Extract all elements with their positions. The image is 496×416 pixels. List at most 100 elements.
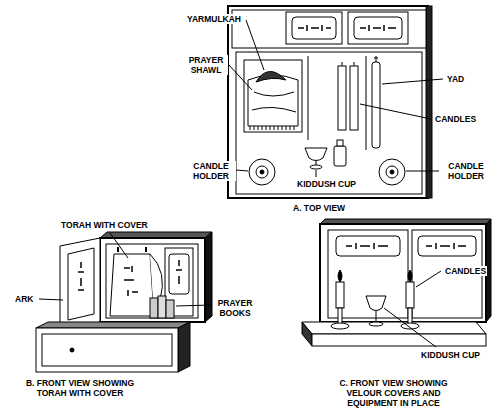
leader-lines-part: [110, 233, 128, 258]
case-lid-part: [42, 334, 172, 366]
candle-holders-part: [249, 159, 275, 185]
leader-lines-part: [236, 170, 248, 171]
ark-case-part: [205, 232, 212, 322]
part-label: ARK: [14, 294, 34, 304]
part-label: TORAH WITH COVER: [60, 220, 149, 230]
top-view-case-part: [308, 56, 309, 140]
candles-in-holders-part: [338, 308, 342, 324]
top-view-case-part: [366, 56, 367, 150]
candle-holders-part: [386, 166, 398, 178]
kiddush-cup-and-bottle-part: [337, 140, 343, 146]
leader-lines-part: [416, 271, 441, 287]
leader-lines-part: [316, 170, 317, 177]
view-caption: A. TOP VIEW: [292, 203, 346, 213]
prayer-shawl-part: [244, 60, 302, 132]
part-label: CANDLES: [444, 266, 487, 276]
yad-part: [372, 62, 380, 148]
prayer-books-part: [158, 296, 166, 318]
torah-with-cover-part: [124, 266, 138, 296]
candle-holders-part: [256, 166, 268, 178]
part-label: KIDDUSH CUP: [420, 350, 481, 360]
prayer-books-part: [166, 300, 174, 318]
candles-in-holders-part: [408, 270, 412, 282]
part-label: KIDDUSH CUP: [296, 179, 357, 189]
part-label: YARMULKAH: [186, 14, 242, 24]
velour-covers-case-part: [328, 230, 408, 318]
leader-lines: [39, 233, 212, 306]
candles-in-holders-part: [331, 323, 349, 329]
kiddush-cup: [366, 296, 386, 326]
view-caption: B. FRONT VIEW SHOWING TORAH WITH COVER: [14, 378, 146, 398]
yad: [372, 56, 380, 148]
candle-holders-part: [390, 170, 394, 174]
candles-in-holders-part: [336, 282, 344, 308]
ark-door-part: [60, 238, 100, 330]
kiddush-cup-part: [376, 311, 377, 322]
case-lid-part: [70, 348, 74, 352]
top-view-case-part: [236, 52, 422, 194]
part-label: CANDLE HOLDER: [186, 161, 236, 181]
case-lid-part: [178, 322, 190, 372]
prayer-books: [150, 296, 174, 318]
leader-lines: [228, 20, 443, 177]
base-tray: [302, 322, 486, 346]
case-lid-part: [36, 322, 190, 328]
kiddush-cup-part: [369, 322, 383, 326]
base-tray-part: [302, 322, 312, 346]
ark-case: [100, 232, 212, 322]
ark-door-part: [68, 248, 94, 320]
ark-case-part: [100, 238, 205, 322]
kiddush-cup-and-bottle: [305, 140, 346, 169]
candles-part: [338, 66, 346, 130]
candles-part: [342, 62, 354, 66]
kiddush-cup-and-bottle-part: [310, 165, 322, 169]
top-view-case-part: [298, 25, 396, 31]
candles-in-holders-part: [338, 270, 342, 282]
candles-in-holders-part: [406, 282, 414, 308]
base-tray-part: [312, 334, 486, 346]
leader-lines-part: [382, 79, 443, 84]
part-label: PRAYER BOOKS: [214, 298, 256, 318]
case-lid: [36, 322, 190, 372]
kiddush-cup-and-bottle-part: [334, 146, 346, 166]
velour-covers-case: [320, 219, 491, 322]
part-label: CANDLE HOLDER: [440, 161, 492, 181]
top-view-case: [228, 6, 432, 198]
ark-door: [60, 238, 100, 330]
base-tray-part: [302, 322, 486, 334]
leader-lines-part: [360, 104, 431, 119]
candles: [338, 62, 358, 130]
torah-with-cover-part: [169, 254, 189, 294]
kiddush-cup-part: [366, 296, 386, 311]
torah-with-cover-part: [176, 260, 182, 284]
prayer-shawl-part: [252, 92, 296, 112]
part-label: CANDLES: [434, 114, 477, 124]
view-caption: C. FRONT VIEW SHOWING VELOUR COVERS AND …: [330, 378, 457, 408]
top-view-case-part: [232, 10, 426, 48]
velour-covers-case-part: [346, 243, 466, 249]
torah-with-cover-part: [110, 254, 154, 316]
yarmulkah-part: [256, 71, 286, 82]
part-label: PRAYER SHAWL: [184, 55, 228, 75]
prayer-books-part: [150, 298, 158, 318]
leader-lines-part: [246, 20, 264, 70]
candles-part: [350, 66, 358, 130]
kiddush-cup-and-bottle-part: [305, 148, 327, 161]
leader-lines-part: [176, 305, 212, 306]
prayer-shawl-part: [250, 126, 294, 130]
top-view-case-part: [228, 6, 428, 198]
yad-part: [374, 56, 378, 62]
candle-holders-part: [260, 170, 264, 174]
candles-in-holders-part: [408, 308, 412, 324]
top-view-case-part: [426, 6, 432, 198]
prayer-shawl: [244, 60, 302, 132]
leader-lines: [384, 271, 441, 347]
candle-holders-part: [379, 159, 405, 185]
yarmulkah: [256, 71, 286, 82]
leader-lines-part: [406, 171, 439, 172]
leader-lines-part: [228, 64, 252, 90]
case-lid-part: [36, 328, 178, 372]
ark-door-part: [78, 262, 84, 290]
ark-case-part: [106, 244, 198, 318]
